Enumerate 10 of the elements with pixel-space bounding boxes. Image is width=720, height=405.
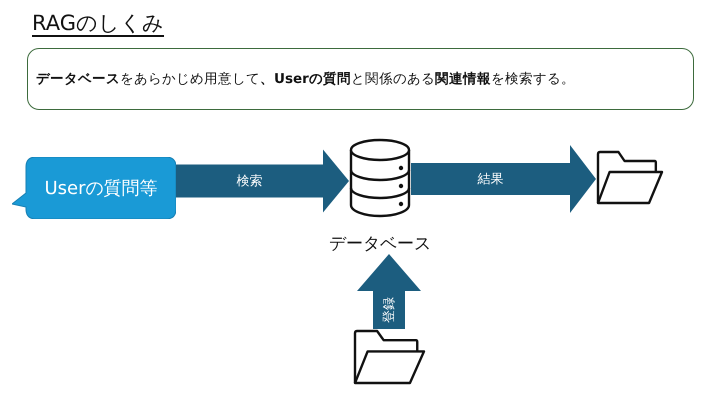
block-arrow — [357, 254, 421, 329]
node-caption: データベース — [329, 233, 431, 255]
arrow-label: 結果 — [478, 171, 504, 188]
block-arrow — [411, 145, 596, 213]
description-box: データベースをあらかじめ用意して、Userの質問と関係のある関連情報を検索する。 — [27, 48, 694, 110]
speech-bubble: Userの質問等 — [12, 157, 176, 219]
arrow-label: 登録 — [381, 297, 398, 323]
block-arrow — [176, 150, 349, 212]
arrow-label: 検索 — [236, 173, 262, 190]
title: RAGのしくみ — [32, 10, 164, 37]
